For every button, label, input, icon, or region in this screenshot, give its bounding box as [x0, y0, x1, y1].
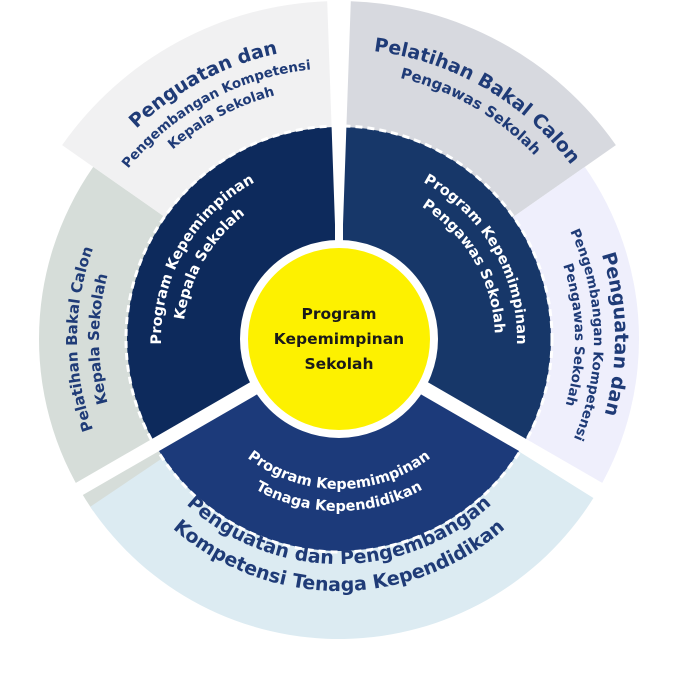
divider-line — [36, 372, 274, 518]
center-label: Program Kepemimpinan Sekolah — [274, 305, 404, 373]
center-circle[interactable] — [240, 240, 438, 438]
inner-segment-kepala[interactable] — [126, 127, 336, 445]
dashed-separator — [124, 124, 554, 554]
segment-dividers — [36, 0, 642, 518]
inner-segment-tendik[interactable] — [155, 386, 523, 552]
center-line-1: Program — [301, 305, 376, 323]
outer-segment-penguatan-kepala[interactable] — [62, 1, 333, 225]
divider-line — [404, 372, 642, 518]
outer-segment-pelatihan-kepala[interactable] — [38, 166, 176, 512]
center-line-3: Sekolah — [304, 355, 373, 373]
outer-segment-pelatihan-pengawas[interactable] — [345, 1, 616, 225]
center-line-2: Kepemimpinan — [274, 330, 404, 348]
inner-ring — [126, 127, 552, 552]
inner-segment-pengawas[interactable] — [342, 127, 552, 445]
